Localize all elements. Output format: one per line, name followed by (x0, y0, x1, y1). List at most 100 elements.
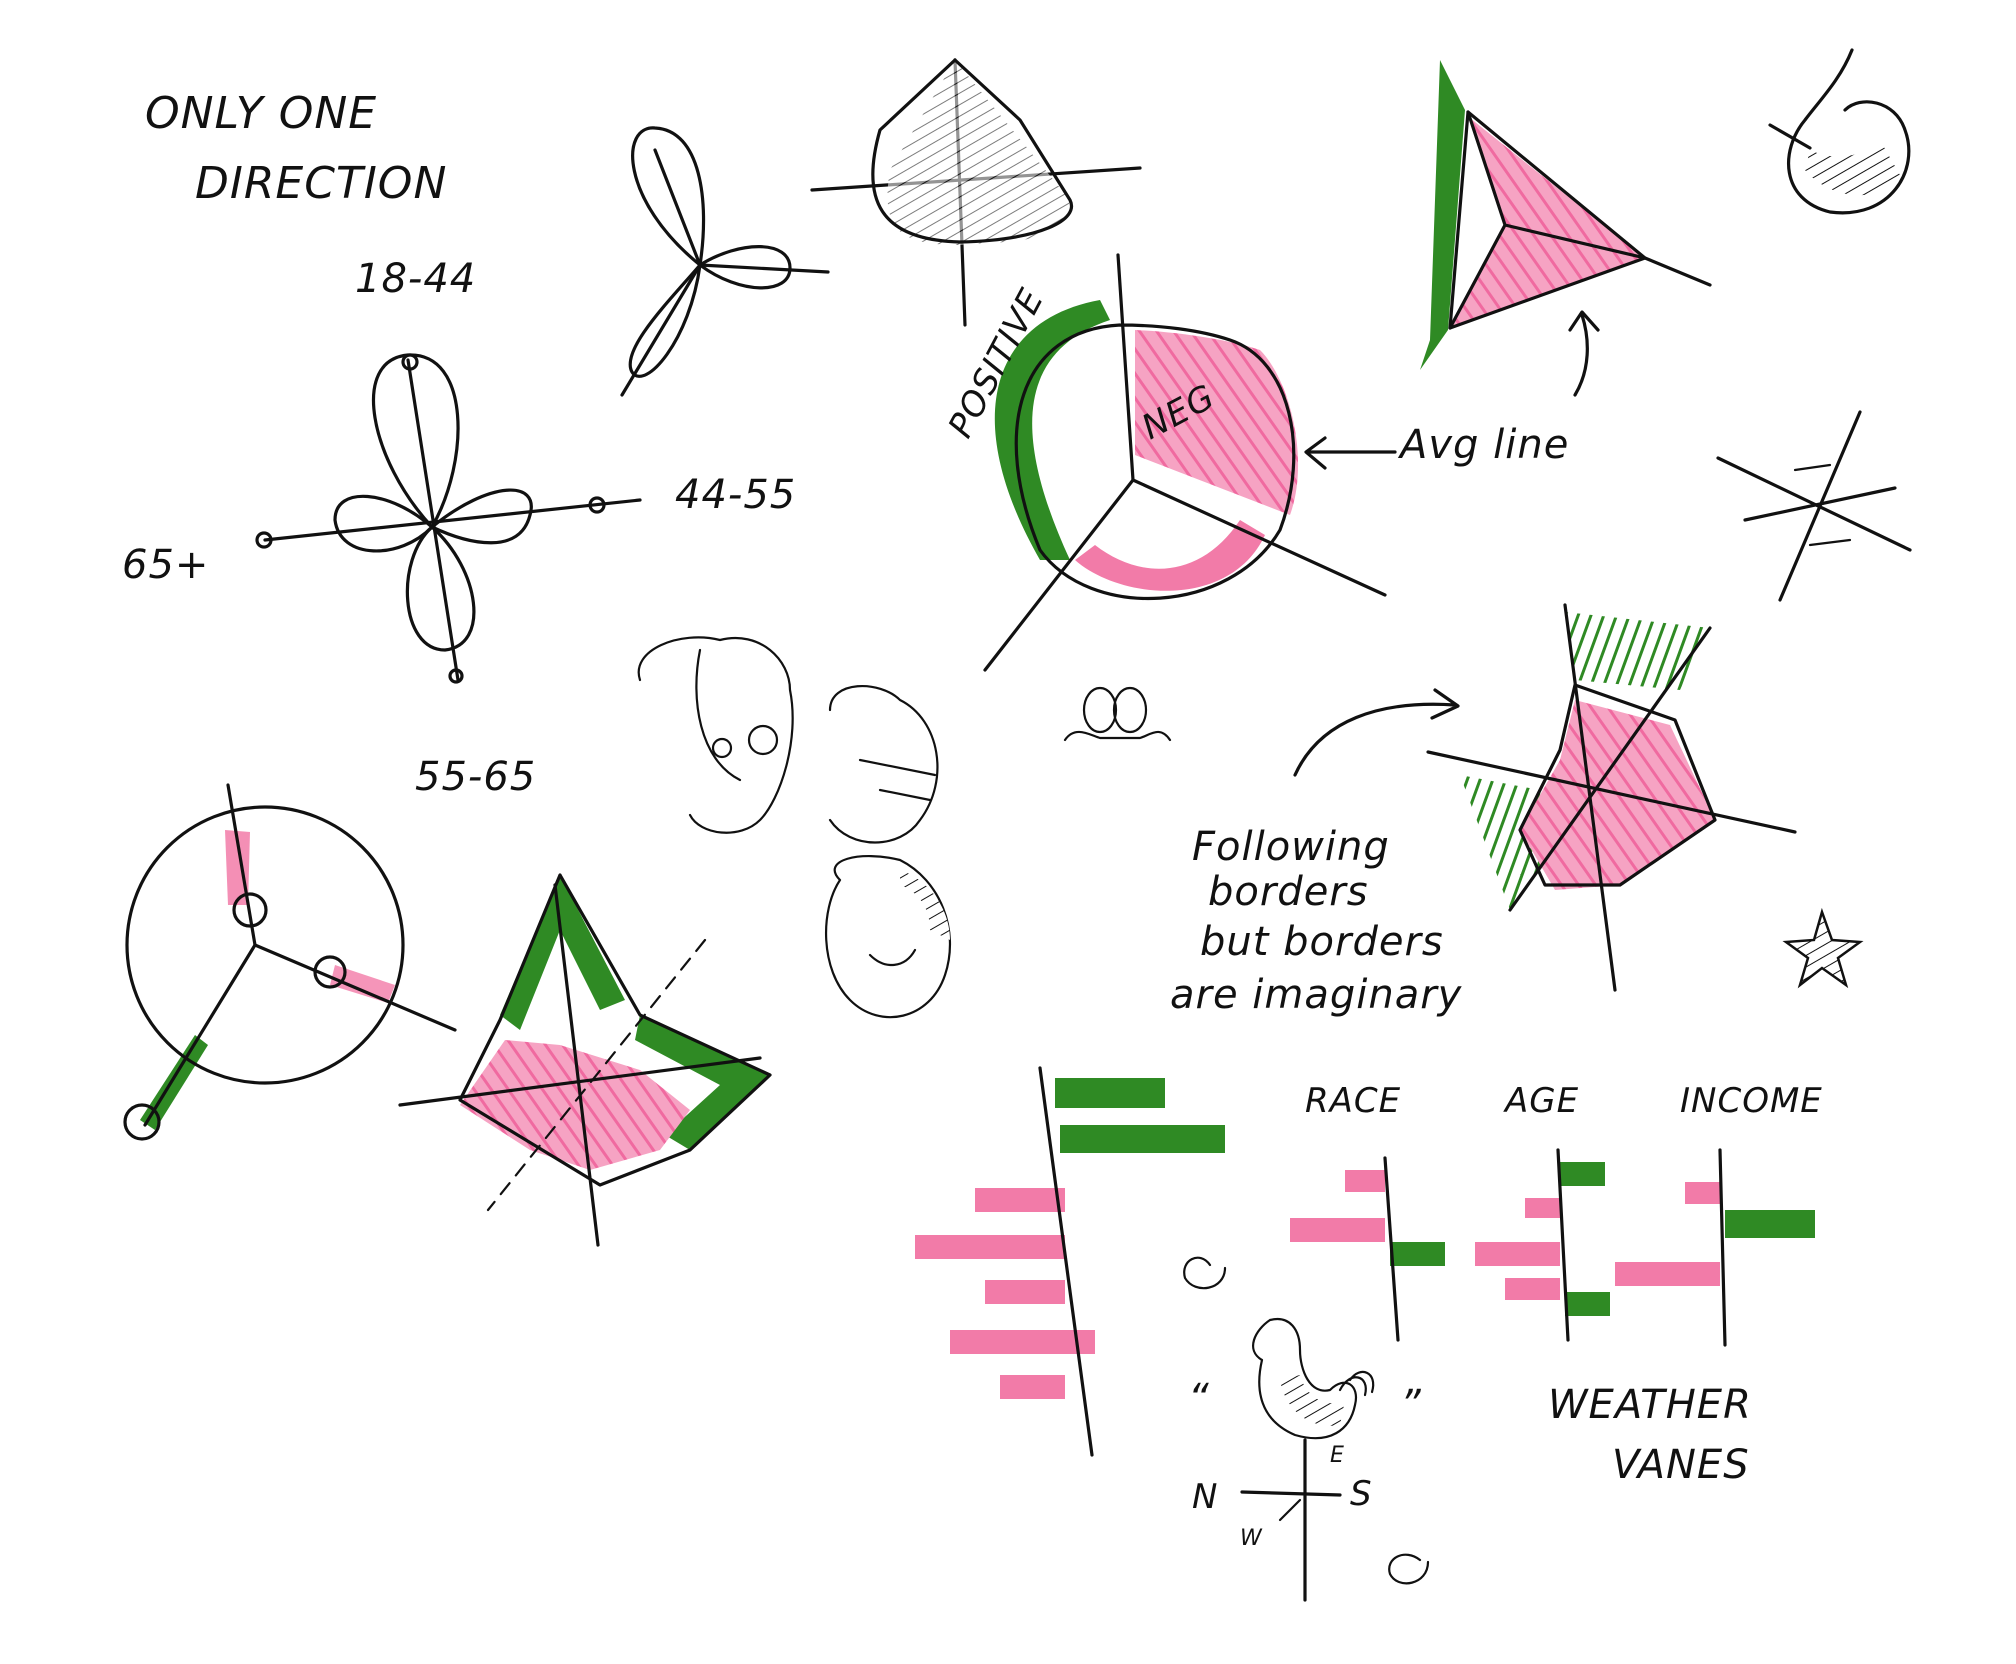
teardrop-outline (871, 58, 1074, 244)
vane-cross-diag (1278, 1498, 1302, 1522)
main-bar-green-2 (1060, 1125, 1225, 1153)
pie-outline (1014, 323, 1296, 601)
income-axis (1718, 1148, 1727, 1347)
bird-beak (1768, 123, 1812, 150)
note-direction: DIRECTION (195, 158, 447, 209)
lower-ring (1075, 520, 1265, 591)
diamond-green-right (635, 1015, 770, 1150)
swirl-doodle-2 (1388, 1553, 1430, 1585)
race-bar-pink-2 (1290, 1218, 1385, 1242)
face-2-outline (828, 684, 939, 844)
label-vanes: VANES (1612, 1442, 1750, 1488)
note-following: Following (1192, 824, 1390, 870)
face-3-outline (825, 854, 952, 1019)
main-bar-pink-1 (975, 1188, 1065, 1212)
propeller-axis-2 (698, 263, 830, 274)
main-bar-pink-2 (915, 1235, 1065, 1259)
pin-axis-top (226, 783, 257, 947)
pin-head-bottom (123, 1103, 161, 1141)
pin-head-top (232, 892, 268, 928)
pie-axis-right (1131, 478, 1387, 597)
petal-left (333, 494, 434, 553)
petal-bottom (405, 525, 476, 652)
pie-axis-top (1116, 253, 1135, 482)
triangle-arrow (1568, 310, 1600, 397)
creature-base (1063, 730, 1172, 742)
bird-body (1786, 48, 1911, 215)
race-bar-pink-1 (1345, 1170, 1385, 1192)
face-2-glasses (858, 758, 937, 802)
age-bar-green-1 (1560, 1162, 1605, 1186)
age-bar-pink-1 (1525, 1198, 1560, 1218)
main-bar-pink-3 (985, 1280, 1065, 1304)
face-3-smile (868, 948, 917, 966)
main-bar-green-1 (1055, 1078, 1165, 1108)
weather-vane: “ ” N E S W WEATHER VANES (1188, 1317, 1751, 1602)
face-1-hair (695, 648, 742, 782)
borders-note: Following borders but borders are imagin… (1170, 824, 1463, 1018)
propeller-axis-3 (653, 148, 702, 267)
vane-west: W (1240, 1526, 1263, 1551)
flower-end-right (588, 496, 606, 514)
face-1-eye-2 (711, 737, 733, 759)
note-only-one: ONLY ONE (145, 88, 377, 139)
propeller-lobe-top (631, 126, 706, 267)
main-bar-pink-4 (950, 1330, 1095, 1354)
label-18-44: 18-44 (355, 256, 476, 302)
bar-chart-age: AGE (1475, 1081, 1610, 1342)
triangle-outline (1448, 110, 1647, 330)
triangle-spokes (1448, 110, 1647, 330)
label-race: RACE (1305, 1081, 1401, 1121)
age-flower-chart: 18-44 44-55 65+ 55-65 (122, 256, 795, 800)
pin-axis-right (253, 943, 457, 1032)
diamond-axis-dashed (486, 938, 707, 1212)
star-icon (1782, 907, 1864, 989)
face-1-outline (637, 636, 794, 834)
bar-chart-race: RACE (1290, 1081, 1445, 1342)
diamond-axis-horizontal (398, 1056, 762, 1107)
vane-north: N (1192, 1477, 1218, 1517)
propeller-lobe-right (698, 245, 792, 290)
diamond-green-top (500, 875, 625, 1030)
circle-pin-chart (123, 783, 457, 1141)
label-55-65: 55-65 (415, 754, 536, 800)
hex-green-left (1460, 775, 1545, 910)
teardrop-shading (887, 60, 1070, 245)
face-3-hair (900, 870, 950, 940)
age-bar-pink-3 (1505, 1278, 1560, 1300)
flower-end-left (255, 531, 273, 549)
label-65-plus: 65+ (122, 542, 209, 588)
race-axis (1383, 1156, 1400, 1342)
swirl-doodle-1 (1183, 1256, 1227, 1290)
note-are-imaginary: are imaginary (1170, 972, 1463, 1018)
pin-head-right (313, 955, 347, 989)
label-avg-line: Avg line (1397, 422, 1569, 468)
hex-green-top (1565, 612, 1710, 690)
income-bar-green-1 (1725, 1210, 1815, 1238)
faces-doodle (637, 636, 952, 1019)
age-bar-pink-2 (1475, 1242, 1560, 1266)
small-creature-doodle (1063, 686, 1172, 742)
race-bar-green-1 (1390, 1242, 1445, 1266)
vane-cross-ew (1240, 1490, 1342, 1497)
flower-end-bottom (448, 668, 464, 684)
scribble-line-3 (1743, 486, 1897, 522)
pie-axis-bottom (983, 478, 1135, 672)
bird-shading (1805, 140, 1900, 196)
creature-eye-1 (1082, 686, 1118, 734)
age-bar-green-2 (1565, 1292, 1610, 1316)
triangle-axis-ext (1643, 256, 1712, 287)
scribble-cross (1716, 410, 1912, 602)
propeller-sketch (620, 126, 830, 397)
quote-open: “ (1188, 1376, 1210, 1422)
hex-axis-horizontal (1426, 750, 1797, 834)
vane-south: S (1350, 1474, 1373, 1514)
bar-chart-main (915, 1066, 1227, 1457)
main-bar-axis (1038, 1066, 1094, 1457)
income-bar-pink-2 (1615, 1262, 1720, 1286)
petal-right (430, 488, 533, 545)
hex-outline (1518, 683, 1717, 887)
rooster-shading (1280, 1375, 1345, 1426)
triangle-green-edge (1420, 60, 1465, 370)
